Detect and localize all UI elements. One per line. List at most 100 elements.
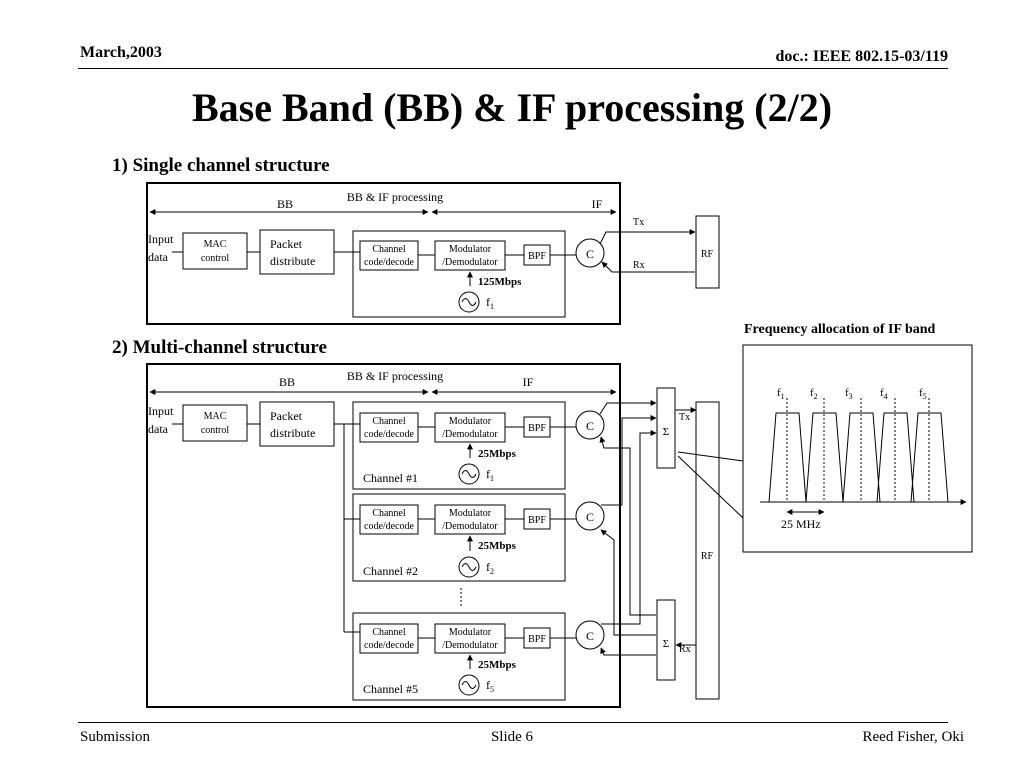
rx-label: Rx — [633, 260, 645, 271]
bb-label: BB — [277, 197, 293, 211]
ch5-chan-bottom: code/decode — [364, 640, 415, 651]
freq-label-5: f5 — [919, 387, 927, 401]
ch1-name: Channel #1 — [363, 471, 418, 485]
ch2-chan-bottom: code/decode — [364, 521, 415, 532]
channel-1: Channel code/decode Modulator /Demodulat… — [352, 401, 605, 490]
rx-combiner-block — [656, 599, 676, 681]
ch2-mod-bottom: /Demodulator — [442, 521, 498, 532]
header-date: March,2003 — [80, 44, 162, 61]
circulator — [575, 238, 605, 268]
ch2-freq-label: f2 — [486, 560, 494, 576]
packet-label-bottom-multi: distribute — [270, 426, 315, 440]
ch1-tx-line — [599, 400, 657, 415]
rx-sigma: Σ — [663, 638, 669, 650]
freq-band-1: f1 — [768, 387, 807, 503]
header-doc-id: doc.: IEEE 802.15-03/119 — [775, 48, 948, 65]
mod-label-top: Modulator — [449, 244, 492, 255]
rf-block-multi — [695, 401, 720, 700]
channel-1-frame — [352, 401, 566, 490]
ch5-rx-line — [600, 647, 656, 656]
rate-label-single: 125Mbps — [478, 276, 522, 288]
freq-allocation-frame — [742, 344, 973, 553]
if-label: IF — [592, 197, 603, 211]
header-divider — [78, 68, 948, 69]
bb-if-label: BB & IF processing — [347, 190, 443, 204]
freq-band-5: f5 — [910, 387, 949, 503]
ch2-circ-label: C — [586, 510, 594, 524]
packet-label-top-multi: Packet — [270, 409, 303, 423]
rx-line — [601, 261, 695, 273]
spacing-label: 25 MHz — [781, 517, 821, 531]
input-label: Input — [148, 232, 174, 246]
footer-slide-number: Slide 6 — [490, 729, 534, 745]
ch1-freq-label: f1 — [486, 467, 494, 483]
freq-band-3: f3 — [842, 387, 881, 503]
mac-label-top: MAC — [204, 239, 227, 250]
ch2-rate: 25Mbps — [478, 540, 517, 552]
ch1-chan-top: Channel — [372, 416, 406, 427]
oscillator-freq-label: f1 — [486, 295, 494, 311]
data-label: data — [148, 250, 169, 264]
callout-line-bottom — [677, 455, 744, 519]
mac-control-block — [182, 232, 248, 270]
bb-label-multi: BB — [279, 375, 295, 389]
ch2-chan-top: Channel — [372, 508, 406, 519]
rx-label-multi: Rx — [679, 644, 691, 655]
ch5-mod-top: Modulator — [449, 627, 492, 638]
data-label-multi: data — [148, 422, 169, 436]
ch1-bpf-label: BPF — [528, 423, 546, 434]
bpf-label: BPF — [528, 251, 546, 262]
ch1-circ-label: C — [586, 419, 594, 433]
ch5-freq-label: f5 — [486, 678, 494, 694]
input-label-multi: Input — [148, 404, 174, 418]
mac-control-block-multi — [182, 404, 248, 442]
ch5-bpf-label: BPF — [528, 634, 546, 645]
ch1-mod-top: Modulator — [449, 416, 492, 427]
ch5-tx-line — [601, 430, 657, 625]
section-multi-channel: 2) Multi-channel structure — [112, 337, 327, 358]
freq-band-4: f4 — [876, 387, 915, 503]
mac-label-bottom-multi: control — [201, 425, 230, 436]
ch2-bpf-label: BPF — [528, 515, 546, 526]
ch1-rate: 25Mbps — [478, 448, 517, 460]
ch5-rate: 25Mbps — [478, 659, 517, 671]
channel-5: Channel code/decode Modulator /Demodulat… — [352, 612, 605, 701]
ch2-tx-line — [601, 415, 657, 506]
chan-label-bottom: code/decode — [364, 257, 415, 268]
freq-band-2: f2 — [805, 387, 844, 503]
ch5-circ-label: C — [586, 629, 594, 643]
ch5-chan-top: Channel — [372, 627, 406, 638]
ch2-mod-top: Modulator — [449, 508, 492, 519]
ch5-name: Channel #5 — [363, 682, 418, 696]
channel-frame-single — [352, 230, 566, 318]
tx-label: Tx — [633, 217, 644, 228]
freq-label-1: f1 — [777, 387, 785, 401]
mac-label-top-multi: MAC — [204, 411, 227, 422]
rf-label-multi: RF — [701, 551, 714, 562]
channel-1-modulator — [434, 412, 506, 443]
footer-author: Reed Fisher, Oki — [862, 729, 964, 745]
tx-sigma: Σ — [663, 426, 669, 438]
ch1-mod-bottom: /Demodulator — [442, 429, 498, 440]
channel-2: Channel code/decode Modulator /Demodulat… — [352, 493, 605, 582]
channel-5-code-block — [359, 623, 419, 654]
footer-divider — [78, 722, 948, 723]
chan-label-top: Channel — [372, 244, 406, 255]
channel-2-modulator — [434, 504, 506, 535]
if-label-multi: IF — [523, 375, 534, 389]
tx-line — [599, 229, 696, 245]
channel-1-circulator — [575, 410, 605, 440]
tx-label-multi: Tx — [679, 412, 690, 423]
channel-1-code-block — [359, 412, 419, 443]
bb-if-label-multi: BB & IF processing — [347, 369, 443, 383]
multi-outer-frame — [146, 363, 621, 708]
rf-label-single: RF — [701, 249, 714, 260]
packet-distribute-block-multi — [259, 401, 335, 447]
multi-channel-diagram: BB & IF processing BB IF Input data MAC … — [146, 363, 744, 708]
ch1-chan-bottom: code/decode — [364, 429, 415, 440]
ch1-rx-line — [599, 436, 656, 616]
channel-2-frame — [352, 493, 566, 582]
freq-allocation-title: Frequency allocation of IF band — [744, 322, 936, 337]
freq-label-2: f2 — [810, 387, 818, 401]
